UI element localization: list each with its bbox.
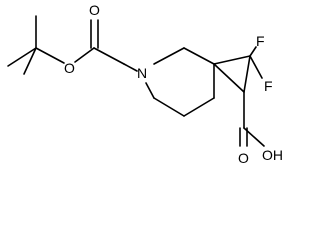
bond xyxy=(249,46,257,57)
hydroxyl-label: OH xyxy=(262,147,283,163)
fluorine-lower-label: F xyxy=(264,78,273,94)
bond xyxy=(243,55,251,93)
bond xyxy=(35,47,65,64)
bond xyxy=(153,47,185,65)
bond xyxy=(93,47,125,65)
ester-oxygen-label: O xyxy=(64,60,75,76)
bond xyxy=(23,47,37,75)
bond xyxy=(74,47,95,63)
cyclopropane-ring xyxy=(213,46,263,93)
acid-carbonyl-oxygen-label: O xyxy=(238,150,249,166)
bond xyxy=(213,63,245,93)
bond xyxy=(183,97,215,117)
bond xyxy=(213,55,251,65)
boc-carbonyl-group xyxy=(74,19,138,72)
bond xyxy=(243,127,265,147)
bond xyxy=(183,47,215,65)
carboxylic-acid-group xyxy=(239,91,265,147)
bond xyxy=(145,82,155,99)
fluorine-upper-label: F xyxy=(256,33,265,49)
piperidine-ring xyxy=(145,47,215,117)
structure-canvas: O O N F F O OH xyxy=(7,2,283,166)
bond xyxy=(123,63,138,72)
chemical-structure: O O N F F O OH xyxy=(7,2,283,166)
bond xyxy=(249,55,263,79)
carbonyl-oxygen-label: O xyxy=(89,2,100,18)
bond xyxy=(7,47,37,67)
tert-butyl-group xyxy=(7,15,65,75)
nitrogen-label: N xyxy=(137,65,147,81)
bond xyxy=(153,97,185,117)
